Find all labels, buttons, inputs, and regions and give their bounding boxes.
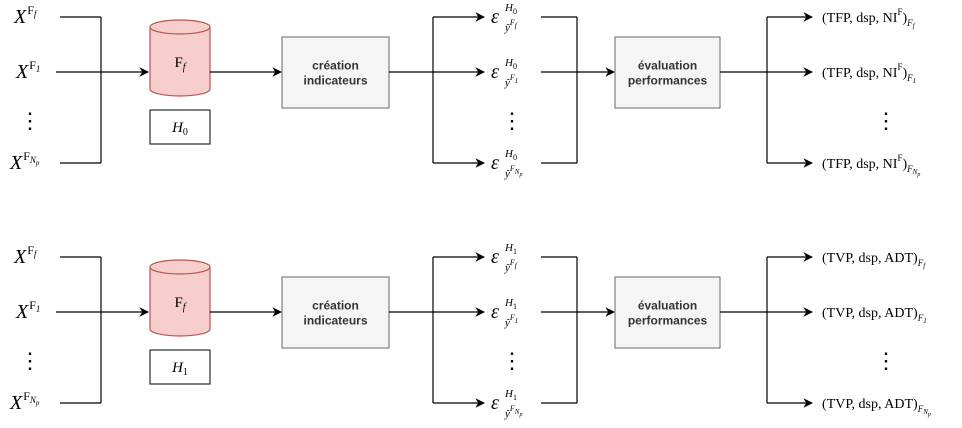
database-label: Ff [174, 295, 186, 313]
panel-0-indicator-2-symbol: ε [491, 152, 499, 174]
panel-0-outputs-ellipsis: ⋮ [875, 108, 897, 133]
panel-0-evaluation-box-label: performances [628, 74, 708, 88]
panel-1-creation-box-label: indicateurs [303, 314, 367, 328]
panel-0-indicator-1-superscript: H0 [504, 57, 517, 71]
panel-0-input-2: XFNp [9, 149, 40, 174]
panel-1-indicator-2: ε H1 ŷFNp [491, 388, 522, 420]
panel-1-indicator-0-symbol: ε [491, 246, 499, 268]
panel-1-output-2: (TVP, dsp, ADT)FNp [822, 397, 931, 418]
panel-1-indicator-0-superscript: H1 [504, 242, 517, 256]
panel-0-output-1: (TFP, dsp, NIF)F1 [822, 62, 916, 85]
panel-1-indicator-2-superscript: H1 [504, 388, 517, 402]
panel-1-input-1: XF1 [15, 298, 40, 323]
panel-0-hypothesis-label: H0 [171, 120, 188, 138]
panel-0-creation-box-box [281, 36, 390, 109]
panel-1-evaluation-box-box [614, 276, 721, 349]
panel-0-output-0: (TFP, dsp, NIF)Ff [822, 7, 916, 30]
cylinder-top [149, 19, 211, 35]
panel-0-inputs-ellipsis: ⋮ [19, 108, 41, 133]
panel-0-evaluation-box-label: évaluation [638, 59, 697, 73]
panel-1-creation-box-label: création [312, 299, 359, 313]
panel-1-indicators-ellipsis: ⋮ [501, 348, 523, 373]
panel-1-indicator-2-symbol: ε [491, 392, 499, 414]
database-cylinder-icon [149, 267, 211, 337]
panel-1-creation-box-box [281, 276, 390, 349]
panel-0-creation-box-label: création [312, 59, 359, 73]
panel-1-indicator-1-symbol: ε [491, 301, 499, 323]
panel-1-hypothesis: H1 [149, 349, 211, 385]
panel-1-inputs-ellipsis: ⋮ [19, 348, 41, 373]
panel-1-indicator-1-superscript: H1 [504, 297, 517, 311]
panel-0-indicator-2-subscript: ŷFNp [504, 164, 522, 180]
panel-1-hypothesis-box [149, 349, 211, 385]
panel-0-hypothesis: H0 [149, 109, 211, 145]
panel-0-indicator-0-superscript: H0 [504, 2, 517, 16]
panel-0-indicator-1-subscript: ŷF1 [504, 73, 518, 89]
panel-1-outputs-ellipsis: ⋮ [875, 348, 897, 373]
panel-1-database: Ff [149, 259, 211, 337]
panel-1-hypothesis-label: H1 [171, 360, 188, 378]
panel-1-evaluation-box-label: évaluation [638, 299, 697, 313]
panel-0-indicator-0-subscript: ŷFf [504, 18, 518, 34]
panel-0-input-0: XFf [13, 3, 38, 28]
panel-1-indicator-0-subscript: ŷFf [504, 258, 518, 274]
panel-0-indicator-2-superscript: H0 [504, 148, 517, 162]
panel-1-indicator-2-subscript: ŷFNp [504, 404, 522, 420]
panel-0-creation-box-label: indicateurs [303, 74, 367, 88]
panel-0-database: Ff [149, 19, 211, 97]
panel-0-hypothesis-box [149, 109, 211, 145]
cylinder-top [149, 259, 211, 275]
panel-1-input-0: XFf [13, 243, 38, 268]
panel-1-indicator-1: ε H1 ŷF1 [491, 297, 518, 329]
panel-0-indicator-1-symbol: ε [491, 61, 499, 83]
database-label: Ff [174, 55, 186, 73]
panel-0-indicator-0-symbol: ε [491, 6, 499, 28]
panel-0-output-2: (TFP, dsp, NIF)FNp [822, 153, 920, 178]
panel-1-indicator-1-subscript: ŷF1 [504, 313, 518, 329]
panel-1-output-0: (TVP, dsp, ADT)Ff [822, 251, 926, 270]
panel-1-output-1: (TVP, dsp, ADT)F1 [822, 306, 927, 325]
panel-0-indicator-1: ε H0 ŷF1 [491, 57, 518, 89]
panel-0-indicator-0: ε H0 ŷFf [491, 2, 518, 34]
panel-0-indicator-2: ε H0 ŷFNp [491, 148, 522, 180]
panel-0-evaluation-box-box [614, 36, 721, 109]
panel-1-evaluation-box-label: performances [628, 314, 708, 328]
panel-1-indicator-0: ε H1 ŷFf [491, 242, 518, 274]
panel-1-input-2: XFNp [9, 389, 40, 414]
database-cylinder-icon [149, 27, 211, 97]
panel-0-indicators-ellipsis: ⋮ [501, 108, 523, 133]
panel-0-input-1: XF1 [15, 58, 40, 83]
